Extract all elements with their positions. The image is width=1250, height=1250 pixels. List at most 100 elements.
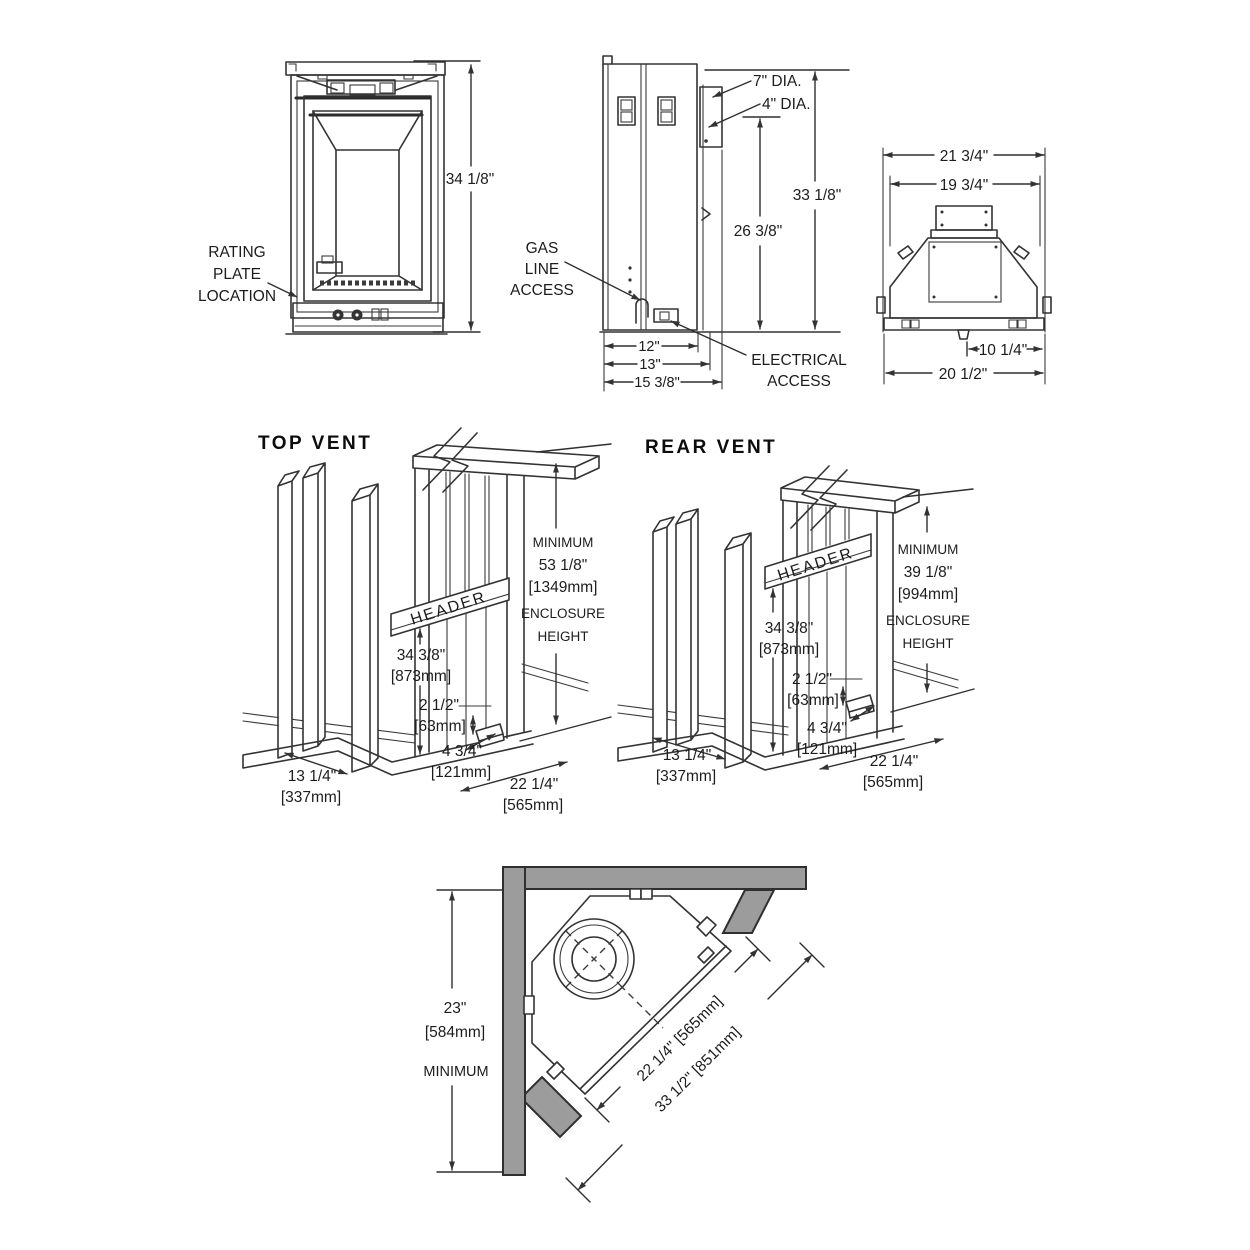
gas-line-label: GAS xyxy=(526,240,559,257)
flue-dia-label: 7" DIA. xyxy=(753,73,802,90)
side-chevron xyxy=(701,207,711,221)
header-height-dim: [873mm] xyxy=(391,668,451,685)
dim-extensions xyxy=(882,147,1046,333)
screw xyxy=(994,295,998,299)
electrical-label: ACCESS xyxy=(767,373,831,390)
depth-dim-12: 12" xyxy=(638,339,659,355)
rear-vent-title: REAR VENT xyxy=(645,437,777,458)
rear-vent-diagram: REAR VENT HEADER MINIMUM 39 1/8" [994mm]… xyxy=(617,437,975,791)
screw xyxy=(940,223,944,227)
enclosure-dim: [994mm] xyxy=(898,586,958,603)
hanger-braces xyxy=(296,75,438,91)
side-depth-dim: 13 1/4" xyxy=(288,768,337,785)
wall-mid-studs xyxy=(807,504,850,748)
header-height-dim: [873mm] xyxy=(759,641,819,658)
outer-frame xyxy=(290,74,445,319)
pilot-dot xyxy=(628,278,632,282)
rating-plate-label: RATING xyxy=(208,244,265,261)
vent-louver-slot xyxy=(620,99,633,111)
top-plate xyxy=(780,476,920,514)
rear-panel xyxy=(928,241,1002,303)
electrical-leader xyxy=(670,320,747,356)
top-trim-bar xyxy=(285,61,446,76)
vent-louver-slot xyxy=(660,99,673,111)
corner-diagram: 23" [584mm] MINIMUM 22 1/4" [565mm] 33 1… xyxy=(423,866,825,1203)
corner-facing-strip xyxy=(519,1075,583,1139)
screw xyxy=(932,295,936,299)
wall-mid-studs xyxy=(445,471,490,751)
door-frame xyxy=(303,95,432,302)
feet xyxy=(901,319,1027,329)
wall-studs xyxy=(782,491,894,756)
enclosure-dim: MINIMUM xyxy=(898,542,959,557)
front-height-dim: 34 1/8" xyxy=(446,171,495,188)
sill-depth-arrow xyxy=(850,705,875,722)
front-width-arrow xyxy=(460,761,568,792)
top-vent-title: TOP VENT xyxy=(258,433,372,454)
flue-collar-circle xyxy=(553,918,635,1000)
rating-plate-label: PLATE xyxy=(213,266,261,283)
inner-dia-label: 4" DIA. xyxy=(762,96,811,113)
burner-log-top xyxy=(321,255,334,264)
spacer-tab xyxy=(523,995,535,1015)
flue-collar-circle xyxy=(571,936,617,982)
rear-offset-dim: 10 1/4" xyxy=(979,342,1028,359)
stud xyxy=(652,516,675,753)
screw xyxy=(984,223,988,227)
dim-extensions xyxy=(883,333,1046,385)
vent-louver-slot xyxy=(660,111,673,123)
stud xyxy=(724,532,752,769)
enclosure-dim: HEIGHT xyxy=(537,629,588,644)
corner-facing-strip xyxy=(721,889,776,934)
rear-view: 21 3/4" 19 3/4" 10 1/4" 20 1/2" xyxy=(876,147,1052,385)
back-plates xyxy=(617,660,959,736)
header-height-dim: 34 3/8" xyxy=(397,647,446,664)
bottom-panel xyxy=(292,302,444,333)
front-clip xyxy=(546,1061,565,1080)
top-wall xyxy=(502,866,807,890)
burner-log xyxy=(316,261,343,274)
side-view: 12" 13" 15 3/8" 33 1/8" 26 3/8" 7" DIA. … xyxy=(510,55,850,392)
front-width-dim: [565mm] xyxy=(503,797,563,814)
enclosure-dim: ENCLOSURE xyxy=(886,613,970,628)
electrical-box xyxy=(653,308,679,323)
break-zigzag xyxy=(422,427,478,493)
pilot-dot xyxy=(628,266,632,270)
side-depth-dim: [337mm] xyxy=(656,768,716,785)
dim-tick xyxy=(436,889,503,1173)
dim-tick xyxy=(519,443,612,742)
sill-depth-dim: 4 3/4" xyxy=(807,720,847,737)
enclosure-dim: 39 1/8" xyxy=(904,564,953,581)
spacer-dim: [63mm] xyxy=(414,718,466,735)
trim-clips xyxy=(288,63,437,80)
gas-line-leader xyxy=(564,261,641,301)
slope-clip xyxy=(696,916,717,937)
front-face-inner-line xyxy=(579,945,727,1090)
screw xyxy=(994,245,998,249)
centerline-dashes xyxy=(565,930,664,1029)
control-knob-dot xyxy=(355,313,359,317)
hanger-center xyxy=(349,84,376,96)
header-label: HEADER xyxy=(409,589,489,629)
pilot-dot xyxy=(628,290,632,294)
depth-dim-15: 15 3/8" xyxy=(634,375,679,391)
enclosure-dim: 53 1/8" xyxy=(539,557,588,574)
rear-width-outer: 21 3/4" xyxy=(940,148,989,165)
screw xyxy=(932,245,936,249)
sill-depth-arrow xyxy=(465,733,496,751)
corner-wall-width-dim: 33 1/2" [851mm] xyxy=(652,1024,744,1116)
hanger-bracket xyxy=(379,82,394,94)
side-depth-dim: 13 1/4" xyxy=(663,747,712,764)
top-plate xyxy=(412,444,600,480)
stud xyxy=(675,508,699,746)
corner-min-dim: [584mm] xyxy=(425,1024,485,1041)
screw xyxy=(984,210,988,214)
side-tab xyxy=(1042,296,1052,314)
header-height-dim: 34 3/8" xyxy=(765,620,814,637)
flue-collar-box xyxy=(935,205,993,231)
sill-depth-dim: [121mm] xyxy=(431,764,491,781)
side-depth-arrow xyxy=(652,737,726,760)
stud xyxy=(351,483,379,773)
